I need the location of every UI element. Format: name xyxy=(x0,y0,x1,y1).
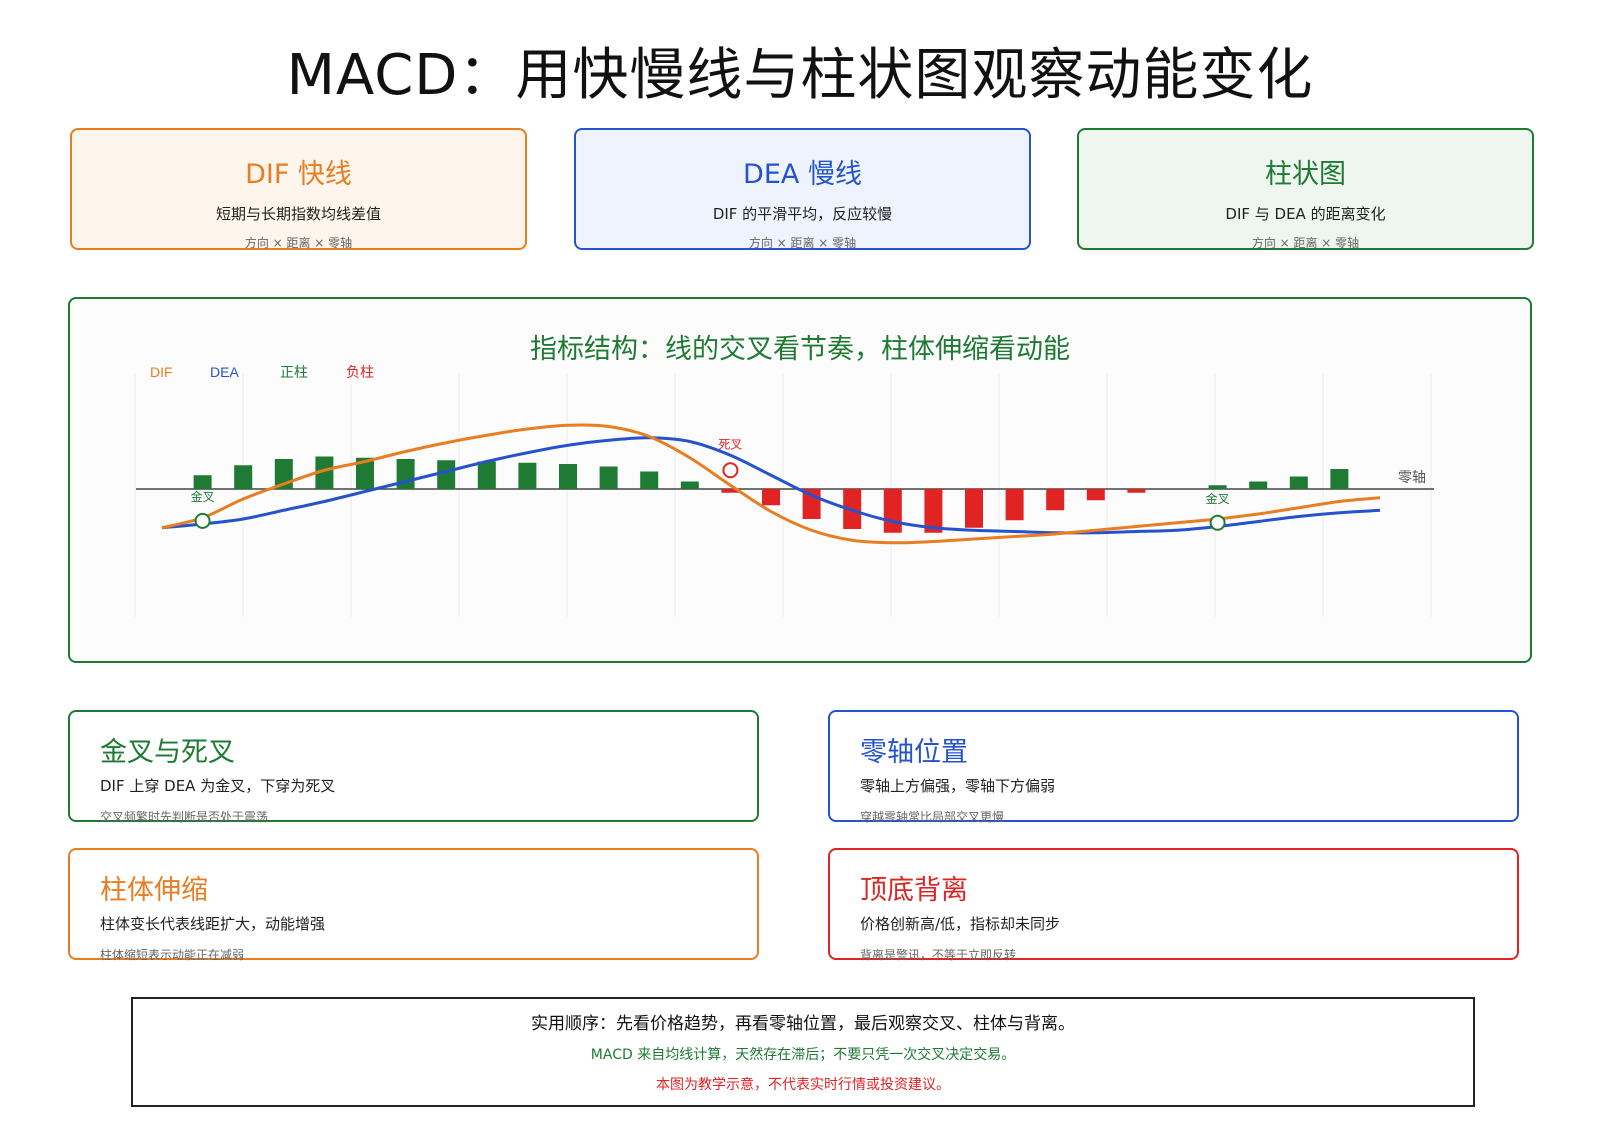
positive-bar xyxy=(437,460,456,489)
positive-bar xyxy=(234,465,253,489)
dea-card-heading: DEA 慢线 xyxy=(743,159,862,190)
negative-bar xyxy=(924,489,943,533)
negative-bar xyxy=(965,489,983,528)
positive-bar xyxy=(193,475,212,489)
positive-bar xyxy=(518,462,537,489)
grid-lines xyxy=(134,374,1432,617)
dea-card-desc: DIF 的平滑平均，反应较慢 xyxy=(712,205,893,223)
zero-axis-info-desc: 零轴上方偏强，零轴下方偏弱 xyxy=(860,777,1056,795)
footer-line-3: 本图为教学示意，不代表实时行情或投资建议。 xyxy=(656,1077,950,1093)
negative-bar xyxy=(762,489,780,506)
cross-info-card: 金叉与死叉 DIF 上穿 DEA 为金叉，下穿为死叉 交叉频繁时先判断是否处于震… xyxy=(68,710,759,824)
divergence-info-card: 顶底背离 价格创新高/低，指标却未同步 背离是警讯，不等于立即反转 xyxy=(828,848,1519,962)
positive-bar xyxy=(356,457,374,489)
dea-card-sub: 方向 × 距离 × 零轴 xyxy=(748,236,857,250)
histogram-bars xyxy=(193,456,1349,533)
dea-card: DEA 慢线 DIF 的平滑平均，反应较慢 方向 × 距离 × 零轴 xyxy=(574,128,1031,250)
golden-cross-label: 金叉 xyxy=(191,489,215,504)
chart-title: 指标结构：线的交叉看节奏，柱体伸缩看动能 xyxy=(530,334,1070,365)
dif-line xyxy=(161,423,1381,545)
death-cross-marker xyxy=(722,462,739,479)
footer-line-1: 实用顺序：先看价格趋势，再看零轴位置，最后观察交叉、柱体与背离。 xyxy=(531,1014,1075,1034)
positive-bar xyxy=(599,466,618,489)
negative-bar xyxy=(1086,489,1105,501)
positive-bar xyxy=(1208,485,1227,489)
cross-info-sub: 交叉频繁时先判断是否处于震荡 xyxy=(100,810,269,824)
positive-bar xyxy=(315,456,334,489)
histogram-info-heading: 柱体伸缩 xyxy=(100,875,208,906)
histogram-info-desc: 柱体变长代表线距扩大，动能增强 xyxy=(100,915,326,933)
legend-item: DIF xyxy=(150,364,173,380)
golden-cross-marker xyxy=(1209,514,1226,531)
zero-axis-info-heading: 零轴位置 xyxy=(860,737,968,768)
dif-card-sub: 方向 × 距离 × 零轴 xyxy=(244,236,353,250)
negative-bar xyxy=(721,489,740,493)
negative-bar xyxy=(1127,489,1146,493)
zero-axis-info-sub: 穿越零轴常比局部交叉更慢 xyxy=(860,810,1005,824)
negative-bar xyxy=(1046,489,1065,511)
footer-line-2: MACD 来自均线计算，天然存在滞后；不要只凭一次交叉决定交易。 xyxy=(590,1047,1016,1063)
footer-note: 实用顺序：先看价格趋势，再看零轴位置，最后观察交叉、柱体与背离。 MACD 来自… xyxy=(131,997,1475,1107)
histogram-card-sub: 方向 × 距离 × 零轴 xyxy=(1251,236,1360,250)
divergence-info-desc: 价格创新高/低，指标却未同步 xyxy=(860,915,1061,933)
histogram-info-sub: 柱体缩短表示动能正在减弱 xyxy=(100,948,245,962)
dif-card: DIF 快线 短期与长期指数均线差值 方向 × 距离 × 零轴 xyxy=(70,128,527,250)
legend-item: 负柱 xyxy=(346,364,374,380)
positive-bar xyxy=(640,471,659,489)
positive-bar xyxy=(559,464,577,489)
histogram-card-heading: 柱状图 xyxy=(1265,159,1346,190)
dea-line xyxy=(161,436,1381,535)
positive-bar xyxy=(1249,481,1268,489)
positive-bar xyxy=(1289,476,1308,489)
histogram-card-desc: DIF 与 DEA 的距离变化 xyxy=(1225,205,1386,223)
golden-cross-label: 金叉 xyxy=(1206,491,1230,506)
chart-legend: DIF DEA 正柱 负柱 xyxy=(150,364,374,380)
dif-card-heading: DIF 快线 xyxy=(245,159,352,190)
legend-item: DEA xyxy=(210,364,239,380)
golden-cross-marker xyxy=(194,512,211,529)
divergence-info-sub: 背离是警讯，不等于立即反转 xyxy=(860,948,1017,962)
histogram-info-card: 柱体伸缩 柱体变长代表线距扩大，动能增强 柱体缩短表示动能正在减弱 xyxy=(68,848,759,962)
negative-bar xyxy=(883,489,902,533)
death-cross-label: 死叉 xyxy=(718,437,742,451)
histogram-card: 柱状图 DIF 与 DEA 的距离变化 方向 × 距离 × 零轴 xyxy=(1077,128,1534,250)
page-title: MACD：用快慢线与柱状图观察动能变化 xyxy=(286,43,1314,108)
positive-bar xyxy=(1330,469,1349,489)
positive-bar xyxy=(680,481,699,489)
legend-item: 正柱 xyxy=(280,364,308,380)
cross-info-desc: DIF 上穿 DEA 为金叉，下穿为死叉 xyxy=(100,777,336,795)
cross-info-heading: 金叉与死叉 xyxy=(100,737,235,768)
negative-bar xyxy=(1005,489,1024,521)
positive-bar xyxy=(477,461,496,489)
zero-axis-info-card: 零轴位置 零轴上方偏强，零轴下方偏弱 穿越零轴常比局部交叉更慢 xyxy=(828,710,1519,824)
zero-axis-label: 零轴 xyxy=(1398,470,1426,486)
divergence-info-heading: 顶底背离 xyxy=(860,875,968,906)
dif-card-desc: 短期与长期指数均线差值 xyxy=(215,205,381,223)
